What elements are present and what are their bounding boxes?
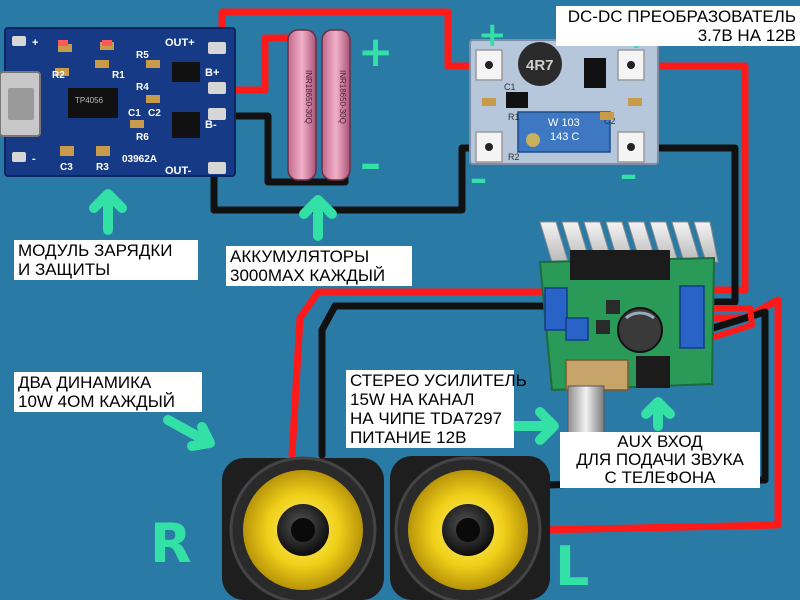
amplifier-module bbox=[538, 221, 719, 445]
pin-label-out-plus: OUT+ bbox=[165, 37, 195, 49]
dcdc-in-minus-mark: – bbox=[470, 159, 487, 199]
wire-dcdc-out-plus bbox=[631, 62, 749, 294]
pin-label-minus: - bbox=[32, 153, 36, 165]
wire-amp-right-loop bbox=[697, 305, 755, 343]
designator-c1: C1 bbox=[504, 82, 516, 92]
arrow-right-icon bbox=[503, 407, 559, 445]
battery-minus-mark: – bbox=[360, 139, 381, 188]
pin-label-b-plus: B+ bbox=[205, 67, 219, 79]
designator-c2: C2 bbox=[148, 108, 161, 119]
designator-r3: R3 bbox=[96, 162, 109, 173]
batteries: INR18650-30Q INR18650-30Q bbox=[287, 29, 351, 181]
tp4056-chip bbox=[68, 88, 118, 118]
dcdc-module: 4R7 W 103 143 C C1 C2 R1 R2 bbox=[469, 39, 659, 165]
left-channel-mark: L bbox=[555, 535, 589, 598]
svg-text:INR18650-30Q: INR18650-30Q bbox=[304, 70, 313, 124]
wire-dcdc-out-minus bbox=[631, 144, 739, 306]
wire-charge-out-minus bbox=[210, 144, 492, 214]
board-code: 03962A bbox=[122, 154, 157, 165]
capacitor bbox=[617, 307, 663, 353]
inductor-label: 4R7 bbox=[526, 57, 554, 74]
designator-r6: R6 bbox=[136, 132, 149, 143]
pin-label-out-minus: OUT- bbox=[165, 165, 192, 177]
speaker-left bbox=[390, 456, 550, 600]
svg-text:INR18650-30Q: INR18650-30Q bbox=[338, 70, 347, 124]
wire-left-speaker-plus bbox=[536, 296, 782, 534]
pin-label-plus: + bbox=[32, 37, 38, 49]
batteries-label: АККУМУЛЯТОРЫ 3000МАХ КАЖДЫЙ bbox=[226, 246, 412, 286]
wire-right-speaker-minus bbox=[318, 302, 559, 459]
charge-module-label: МОДУЛЬ ЗАРЯДКИ И ЗАЩИТЫ bbox=[14, 240, 198, 280]
designator-r5: R5 bbox=[136, 50, 149, 61]
battery-cell: INR18650-30Q bbox=[321, 29, 351, 181]
wire-charge-out-plus bbox=[218, 8, 492, 70]
volume-potentiometer bbox=[565, 359, 629, 391]
aux-label: AUX ВХОД ДЛЯ ПОДАЧИ ЗВУКА С ТЕЛЕФОНА bbox=[560, 432, 760, 488]
charge-module: TP4056 + - OUT+ bbox=[0, 27, 236, 177]
designator-r1: R1 bbox=[112, 70, 125, 81]
designator-r1: R1 bbox=[508, 112, 520, 122]
speaker-right bbox=[222, 456, 384, 600]
battery-plus-mark: + bbox=[358, 27, 393, 76]
wire-battery-plus bbox=[218, 34, 302, 94]
arrow-up-icon bbox=[89, 189, 127, 235]
arrow-up-icon bbox=[299, 195, 337, 241]
chip-label: TP4056 bbox=[75, 96, 104, 105]
amplifier-label: СТЕРЕО УСИЛИТЕЛЬ 15W НА КАНАЛ НА ЧИПЕ TD… bbox=[346, 370, 527, 448]
designator-c1: C1 bbox=[128, 108, 141, 119]
aux-jack bbox=[636, 356, 670, 388]
inductor bbox=[518, 42, 562, 86]
wire-right-speaker-plus bbox=[288, 288, 559, 459]
pot-text: W 103 bbox=[548, 117, 580, 129]
designator-r4: R4 bbox=[136, 82, 149, 93]
designator-c3: C3 bbox=[60, 162, 73, 173]
callout-arrows bbox=[89, 189, 675, 451]
pin-label-b-minus: B- bbox=[205, 119, 217, 131]
speakers-label: ДВА ДИНАМИКА 10W 4ОМ КАЖДЫЙ bbox=[14, 372, 202, 412]
pot-code: 143 C bbox=[550, 131, 579, 143]
dcdc-in-plus-mark: + bbox=[478, 15, 507, 55]
arrow-diagonal-icon bbox=[163, 415, 215, 451]
designator-r2: R2 bbox=[508, 152, 520, 162]
designator-c2: C2 bbox=[604, 116, 616, 126]
battery-cell: INR18650-30Q bbox=[287, 29, 317, 181]
dcdc-label: DC-DC ПРЕОБРАЗОВАТЕЛЬ 3.7В НА 12В bbox=[556, 6, 800, 46]
right-channel-mark: R bbox=[150, 512, 192, 575]
dcdc-out-minus-mark: – bbox=[620, 155, 637, 195]
designator-r2: R2 bbox=[52, 70, 65, 81]
arrow-up-icon bbox=[641, 397, 675, 431]
